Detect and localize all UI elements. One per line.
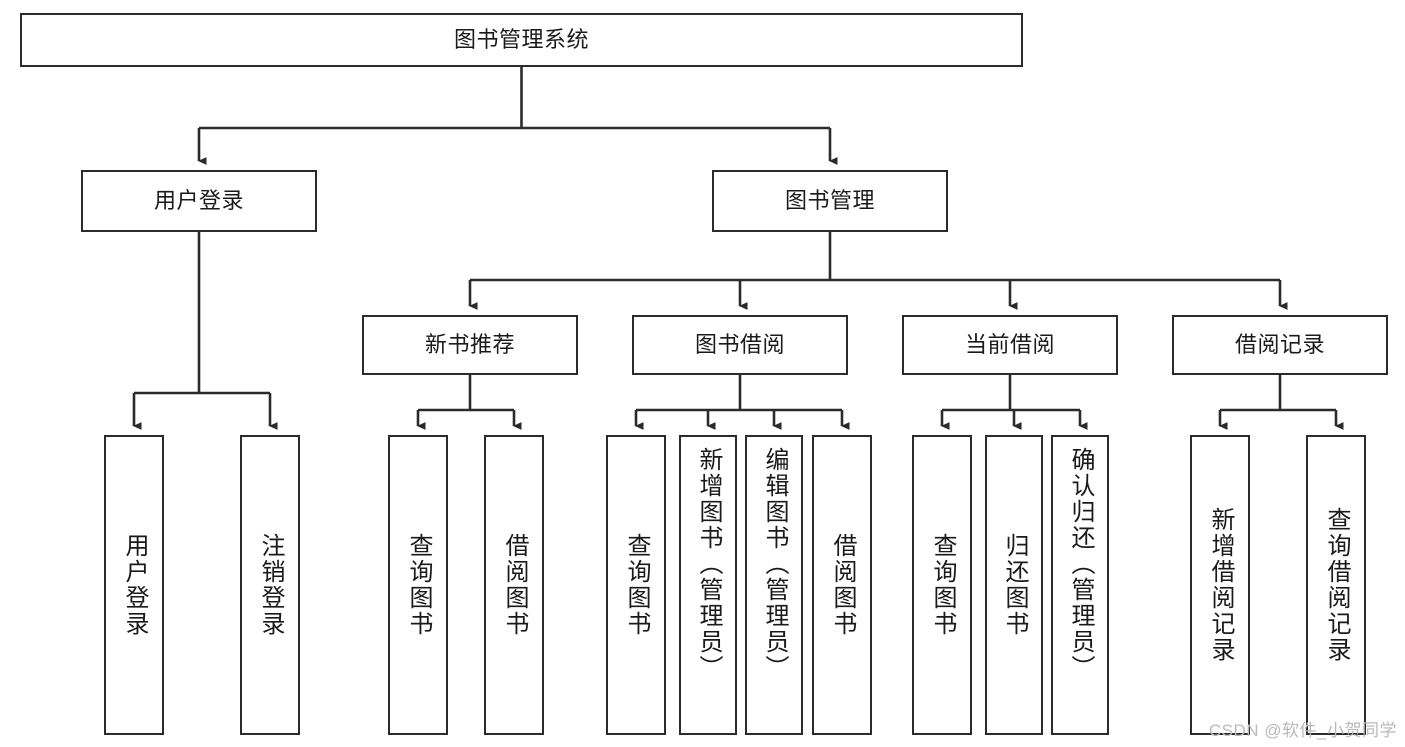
node-leaf-add-borrow-record[interactable]: 新增借阅记录 — [1190, 435, 1250, 735]
node-borrow-record[interactable]: 借阅记录 — [1172, 315, 1388, 375]
node-leaf-borrow-book-1[interactable]: 借阅图书 — [484, 435, 544, 735]
node-book-manage[interactable]: 图书管理 — [712, 170, 948, 232]
node-leaf-query-borrow-record[interactable]: 查询借阅记录 — [1306, 435, 1366, 735]
node-leaf-borrow-book-2[interactable]: 借阅图书 — [812, 435, 872, 735]
node-label: 图书管理 — [784, 188, 875, 214]
node-label: 新增借阅记录 — [1207, 507, 1234, 663]
node-user-login[interactable]: 用户登录 — [81, 170, 317, 232]
watermark-text: CSDN @软件_小贺同学 — [1208, 721, 1397, 740]
node-label: 注销登录 — [257, 533, 284, 637]
node-label: 归还图书 — [1001, 533, 1028, 637]
node-label: 编辑图书（管理员） — [761, 447, 788, 681]
node-leaf-return-book[interactable]: 归还图书 — [985, 435, 1043, 735]
node-current-borrow[interactable]: 当前借阅 — [902, 315, 1118, 375]
node-leaf-query-book-1[interactable]: 查询图书 — [388, 435, 448, 735]
node-label: 查询图书 — [623, 533, 650, 637]
node-leaf-user-logout[interactable]: 注销登录 — [240, 435, 300, 735]
node-label: 新增图书（管理员） — [695, 447, 722, 681]
node-root[interactable]: 图书管理系统 — [20, 13, 1023, 67]
node-label: 用户登录 — [153, 188, 244, 214]
node-label: 新书推荐 — [424, 332, 515, 358]
node-leaf-query-book-3[interactable]: 查询图书 — [912, 435, 972, 735]
node-label: 图书借阅 — [694, 332, 785, 358]
node-label: 查询借阅记录 — [1323, 507, 1350, 663]
node-label: 确认归还（管理员） — [1067, 447, 1094, 681]
node-leaf-add-book-admin[interactable]: 新增图书（管理员） — [679, 435, 737, 735]
node-label: 查询图书 — [929, 533, 956, 637]
node-label: 用户登录 — [121, 533, 148, 637]
node-label: 借阅记录 — [1234, 332, 1325, 358]
node-label: 查询图书 — [405, 533, 432, 637]
node-label: 图书管理系统 — [453, 27, 589, 53]
node-leaf-query-book-2[interactable]: 查询图书 — [606, 435, 666, 735]
node-label: 借阅图书 — [501, 533, 528, 637]
node-label: 借阅图书 — [829, 533, 856, 637]
node-leaf-edit-book-admin[interactable]: 编辑图书（管理员） — [745, 435, 803, 735]
node-leaf-user-login[interactable]: 用户登录 — [104, 435, 164, 735]
node-book-borrow[interactable]: 图书借阅 — [632, 315, 848, 375]
node-label: 当前借阅 — [964, 332, 1055, 358]
node-leaf-confirm-return-admin[interactable]: 确认归还（管理员） — [1051, 435, 1109, 735]
node-new-book-recommend[interactable]: 新书推荐 — [362, 315, 578, 375]
